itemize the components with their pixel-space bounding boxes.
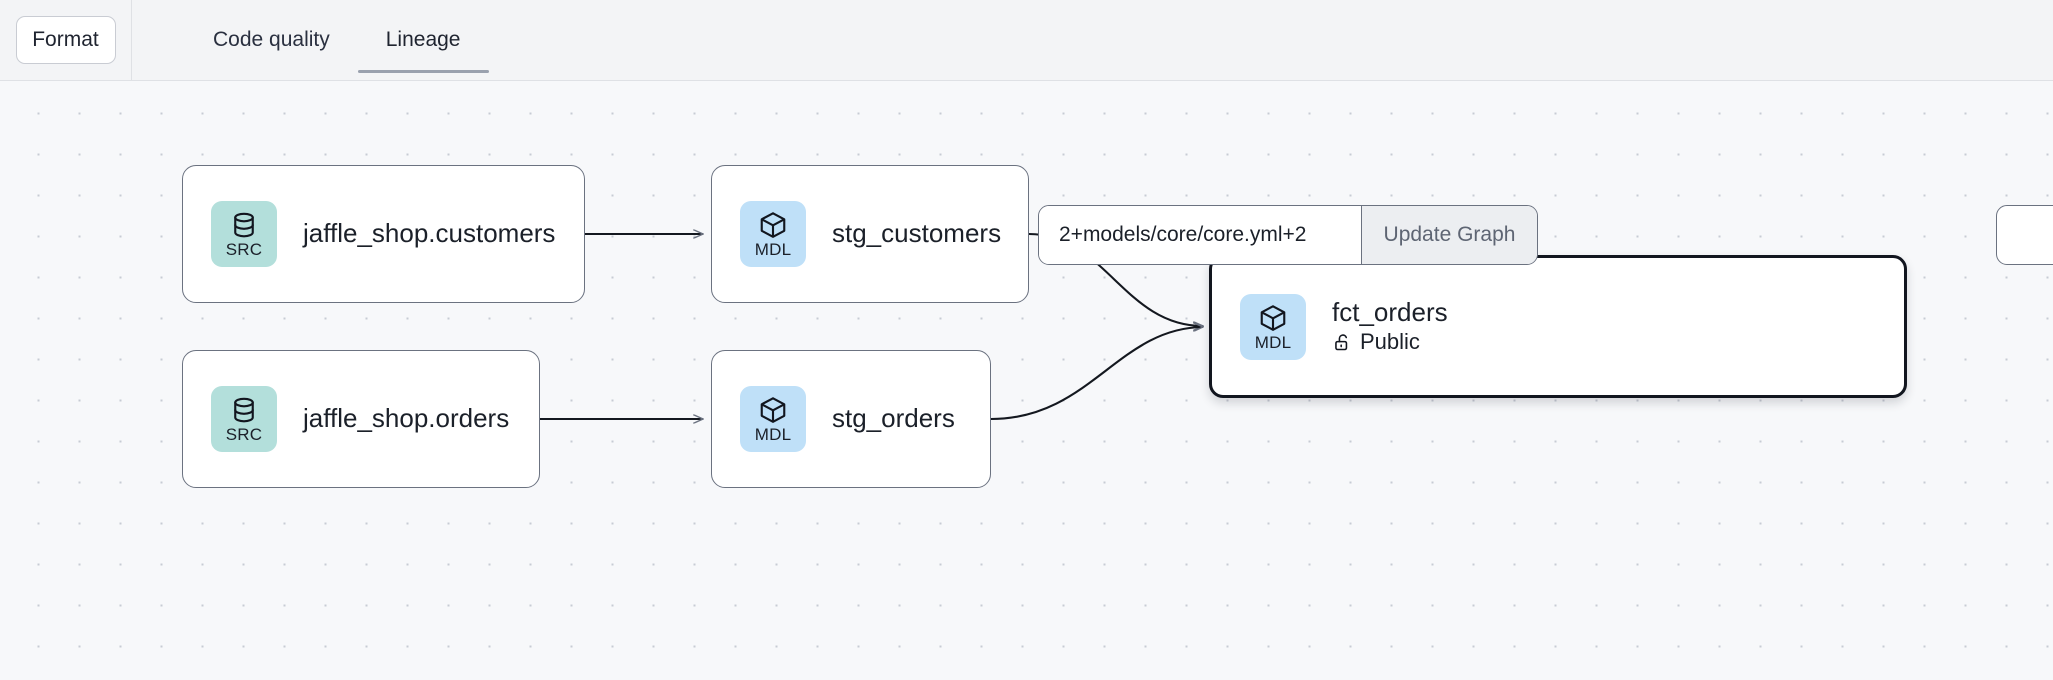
node-visibility: Public — [1332, 329, 1448, 355]
cube-icon — [760, 397, 786, 423]
model-badge: MDL — [740, 201, 806, 267]
graph-selector-input[interactable] — [1039, 206, 1361, 264]
node-text-block: jaffle_shop.customers — [303, 218, 556, 249]
edge-stg-orders-to-fct-orders — [990, 327, 1203, 421]
tab-lineage[interactable]: Lineage — [357, 0, 489, 80]
graph-options-panel[interactable] — [1996, 205, 2053, 265]
source-badge-label: SRC — [225, 425, 263, 444]
lineage-node-stg-orders[interactable]: MDL stg_orders — [711, 350, 991, 488]
toolbar-left-group: Format — [0, 0, 132, 80]
node-title: stg_customers — [832, 218, 1002, 249]
toolbar: Format Code quality Lineage — [0, 0, 2053, 80]
cube-icon — [1260, 304, 1286, 331]
node-text-block: fct_orders Public — [1332, 296, 1448, 356]
node-title: fct_orders — [1332, 296, 1448, 327]
lineage-node-stg-customers[interactable]: MDL stg_customers — [711, 165, 1029, 303]
database-icon — [234, 212, 254, 238]
node-title: jaffle_shop.customers — [303, 218, 556, 249]
unlock-icon — [1335, 334, 1348, 351]
node-title: stg_orders — [832, 403, 955, 434]
update-graph-button[interactable]: Update Graph — [1361, 206, 1537, 264]
graph-selector-control: Update Graph — [1038, 205, 1538, 265]
lineage-node-src-orders[interactable]: SRC jaffle_shop.orders — [182, 350, 540, 488]
node-text-block: jaffle_shop.orders — [303, 403, 510, 434]
model-badge-label: MDL — [754, 240, 792, 259]
lineage-canvas[interactable]: SRC jaffle_shop.customers MDL stg_custom… — [0, 80, 2053, 680]
node-visibility-label: Public — [1360, 329, 1420, 355]
source-badge: SRC — [211, 201, 277, 267]
node-text-block: stg_orders — [832, 403, 955, 434]
model-badge-label: MDL — [1254, 332, 1292, 352]
model-badge: MDL — [740, 386, 806, 452]
format-button[interactable]: Format — [15, 16, 116, 64]
tab-code-quality[interactable]: Code quality — [213, 28, 330, 51]
lineage-node-fct-orders[interactable]: MDL fct_orders Public — [1209, 255, 1907, 398]
source-badge-label: SRC — [225, 240, 263, 259]
model-badge: MDL — [1240, 293, 1306, 360]
database-icon — [234, 397, 254, 423]
model-badge-label: MDL — [754, 425, 792, 444]
tab-bar: Code quality Lineage — [132, 0, 489, 80]
node-text-block: stg_customers — [832, 218, 1002, 249]
node-title: jaffle_shop.orders — [303, 403, 510, 434]
lineage-node-src-customers[interactable]: SRC jaffle_shop.customers — [182, 165, 585, 303]
source-badge: SRC — [211, 386, 277, 452]
cube-icon — [760, 212, 786, 238]
